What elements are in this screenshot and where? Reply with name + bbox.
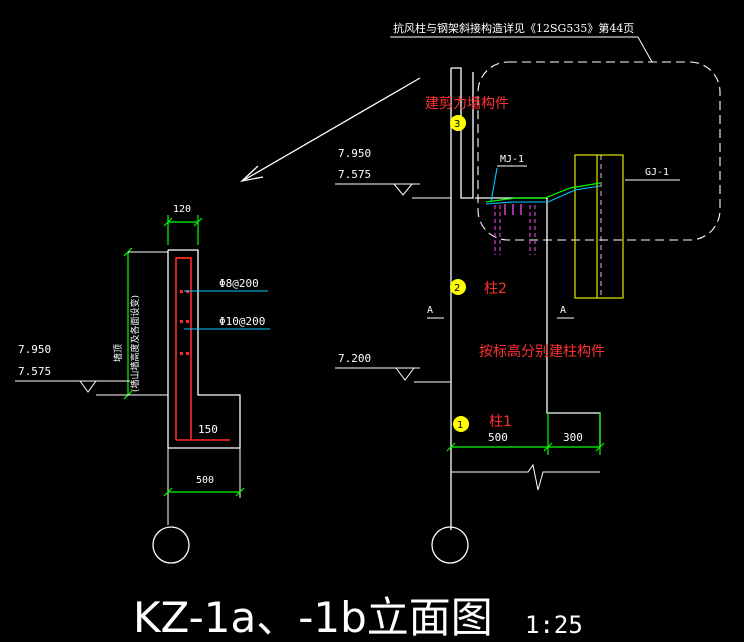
top-reference-note: 抗风柱与钢架斜接构造详见《12SG535》第44页	[393, 21, 634, 35]
mid-elevation-upper: 7.950	[338, 147, 371, 160]
foot-dim-label: 150	[198, 423, 218, 436]
marker-1-label: 1	[457, 420, 463, 431]
left-vertical-note-1: 墙顶	[112, 344, 124, 362]
dim-500-label: 500	[196, 475, 214, 486]
drawing-title: KZ-1a、-1b立面图	[133, 593, 493, 642]
marker-1	[453, 416, 469, 432]
detail-boundary	[477, 61, 721, 241]
anchor-bolts	[494, 204, 536, 255]
mid-elevation-triangle	[393, 183, 413, 196]
column-break-line	[451, 463, 600, 491]
rebar-label-1: Φ8@200	[219, 277, 259, 290]
note-elevation-split: 按标高分别建柱构件	[479, 343, 605, 360]
dim-col-300-label: 300	[563, 431, 583, 444]
connection-bar-cyan	[485, 185, 601, 205]
connection-bar-green	[485, 182, 601, 203]
column-top-outline	[451, 67, 474, 199]
rebar-label-2: Φ10@200	[219, 315, 265, 328]
left-rebar-stirrups	[180, 290, 189, 355]
detail-arrow-line	[243, 77, 421, 181]
column-right-outline	[475, 197, 601, 447]
left-elevation-triangle	[79, 380, 97, 393]
dim-120-tick-right	[193, 217, 203, 227]
section-a-left: A	[427, 305, 433, 316]
note-column-2: 柱2	[484, 281, 507, 297]
gj-label: GJ-1	[645, 167, 669, 178]
note-shear-wall: 建剪力墙构件	[425, 96, 509, 112]
drawing-scale: 1:25	[525, 611, 583, 639]
mj-leader	[490, 167, 498, 203]
marker-2	[450, 279, 466, 295]
dim-col-500-label: 500	[488, 431, 508, 444]
section-a-right: A	[560, 305, 566, 316]
marker-3	[450, 115, 466, 131]
note-column-1: 柱1	[489, 414, 512, 430]
dim-120-tick-left	[163, 217, 173, 227]
mid-elevation-low: 7.200	[338, 352, 371, 365]
steel-column-gj	[574, 154, 624, 299]
dim-500-tick-right	[235, 487, 245, 497]
left-elevation-lower: 7.575	[18, 365, 51, 378]
left-vertical-note-2: (墙山墙高度及各面设变)	[129, 295, 141, 392]
dim-500-tick-left	[163, 487, 173, 497]
left-rebar-vertical	[175, 257, 192, 440]
dim-120-label: 120	[173, 204, 191, 215]
dim-col-tick-1	[446, 442, 456, 452]
left-axis-bubble	[152, 526, 190, 564]
marker-2-label: 2	[454, 283, 460, 294]
mid-elevation-low-triangle	[395, 367, 415, 381]
column-axis-bubble	[431, 526, 469, 564]
detail-arrow-head	[239, 165, 264, 183]
left-elevation-upper: 7.950	[18, 343, 51, 356]
mid-elevation-lower: 7.575	[338, 168, 371, 181]
mj-label: MJ-1	[500, 154, 524, 165]
top-note-leader	[637, 36, 653, 63]
marker-3-label: 3	[454, 119, 460, 130]
